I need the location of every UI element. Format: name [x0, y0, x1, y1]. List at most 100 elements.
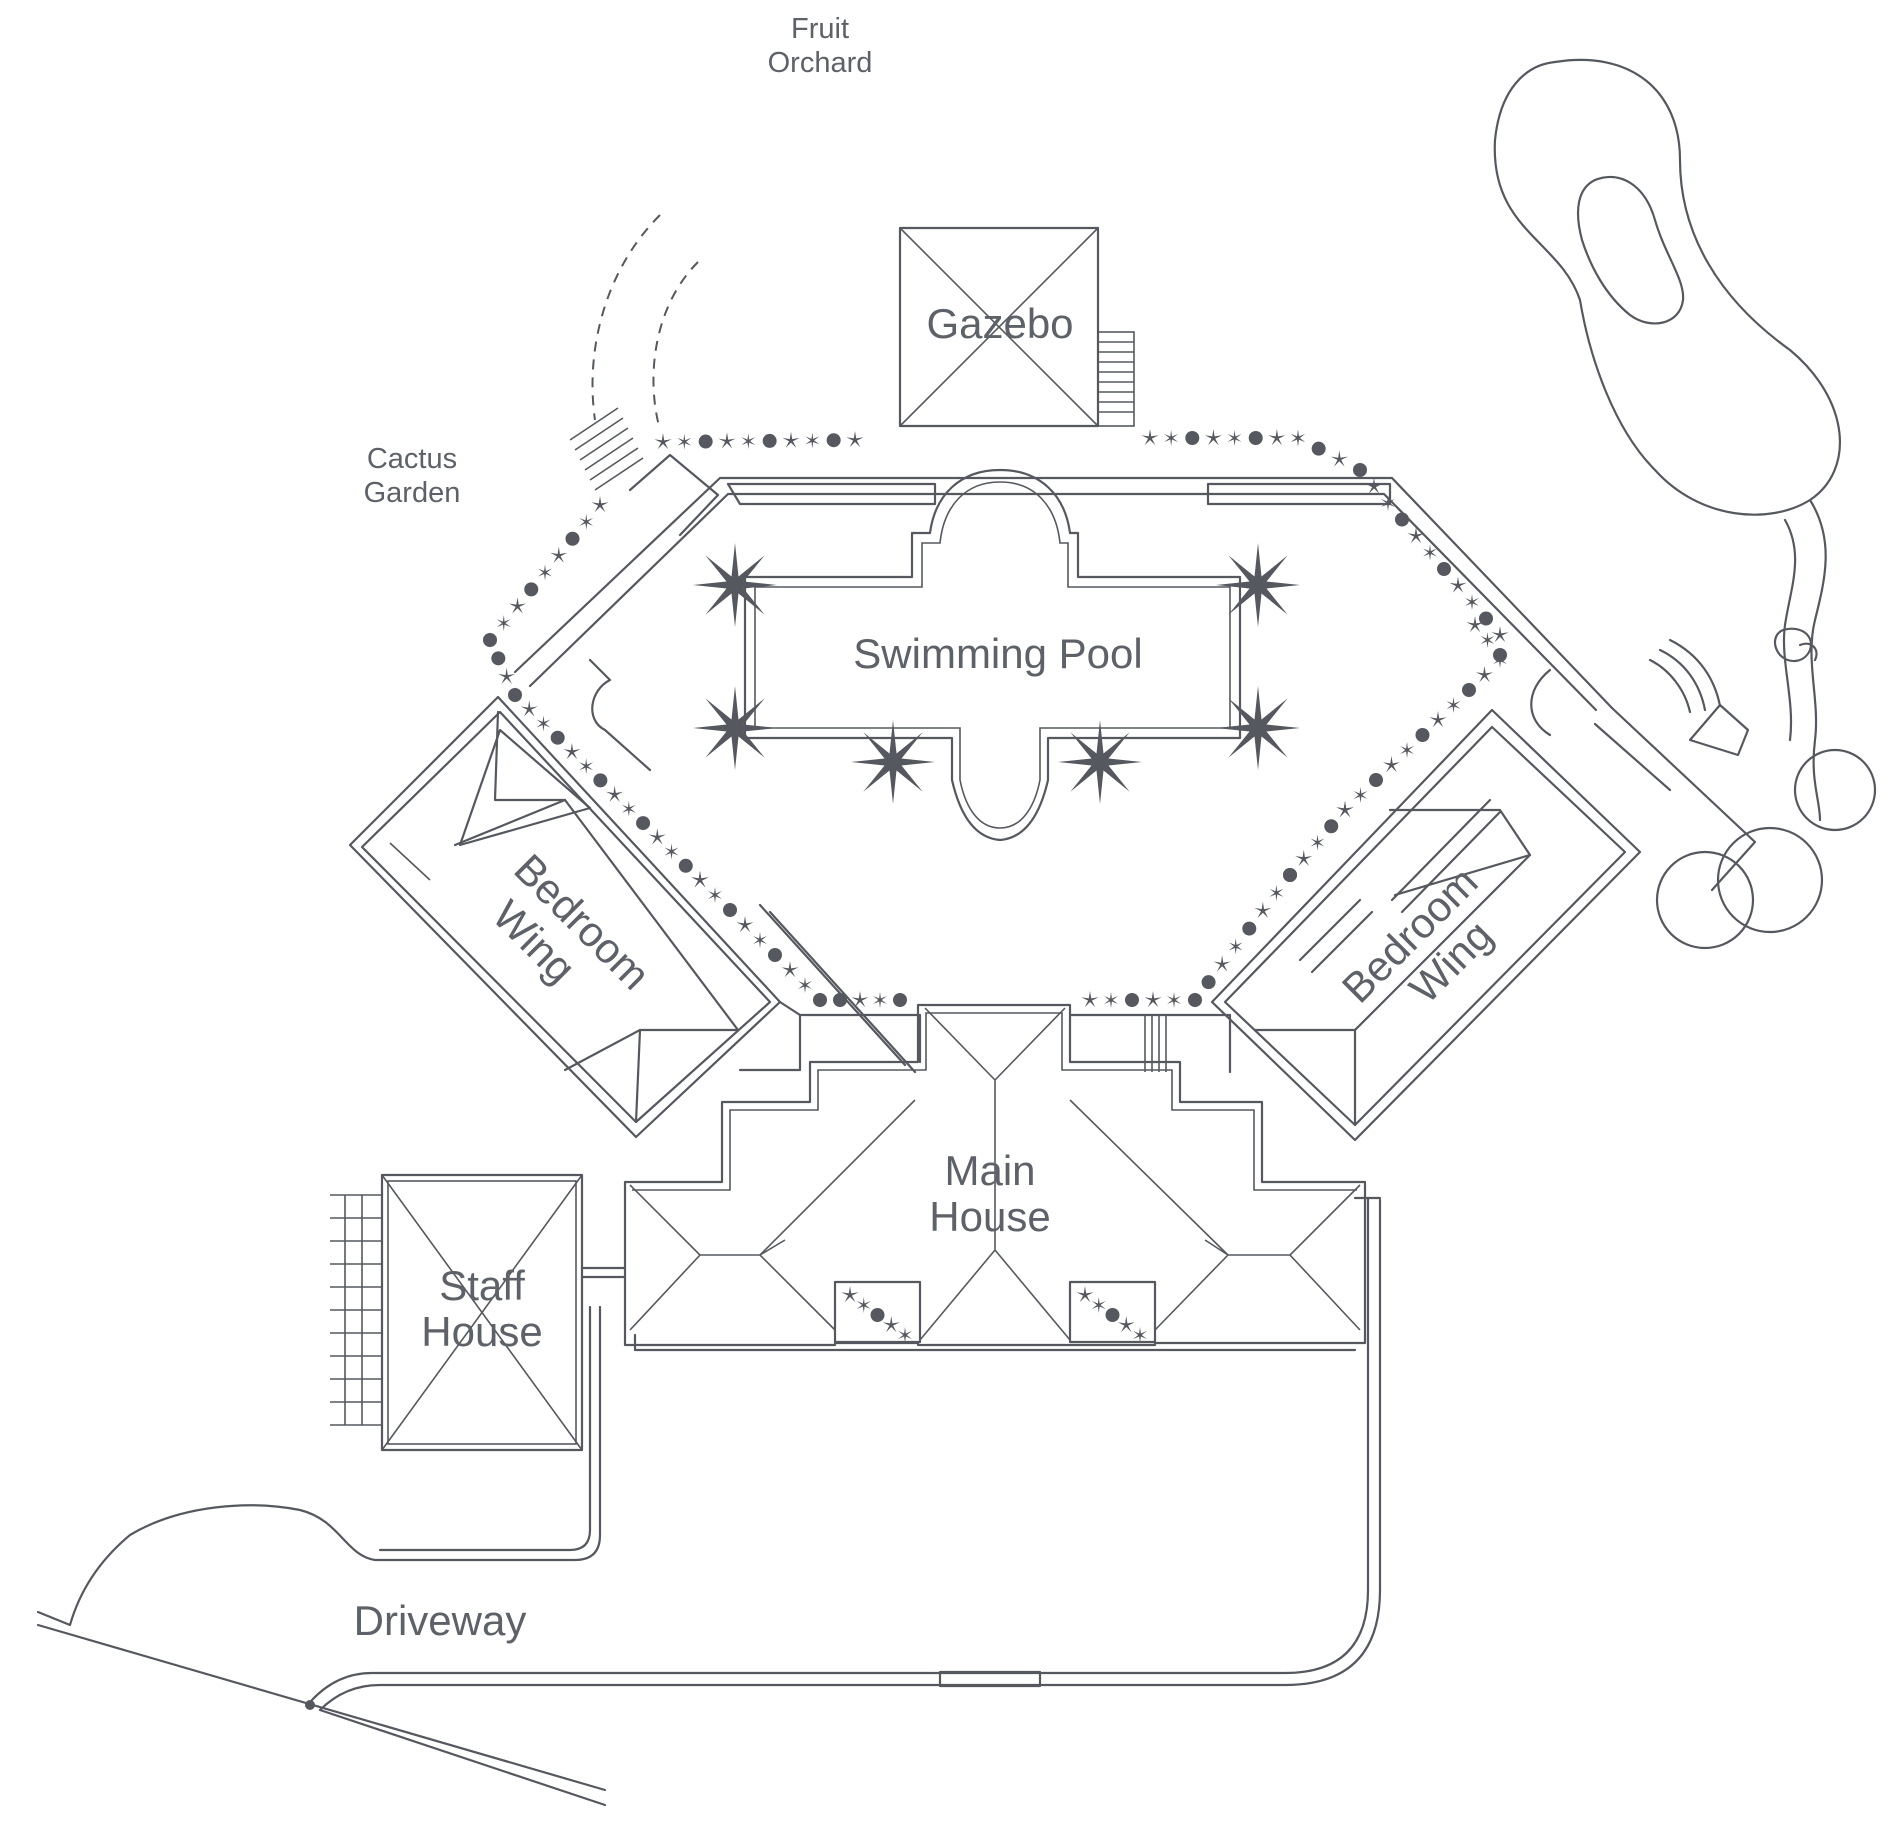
shrub-icon — [524, 582, 539, 597]
garden-path — [569, 214, 720, 537]
shrub-icon — [536, 715, 551, 732]
palm-tree-icon — [1216, 543, 1300, 627]
shrub-icon — [873, 992, 887, 1008]
shrub-icon — [723, 903, 737, 917]
shrub-icon — [1437, 562, 1451, 576]
shrub-icon — [1076, 1286, 1094, 1303]
hedge-plants — [483, 429, 1509, 1343]
shrub-icon — [496, 615, 511, 632]
staff-house — [330, 1173, 627, 1452]
shrub-icon — [753, 932, 767, 948]
shrub-icon — [1491, 626, 1509, 643]
shrub-icon — [1283, 868, 1297, 882]
shrub-icon — [1381, 495, 1395, 511]
shrub-icon — [1353, 463, 1367, 477]
shrub-icon — [781, 961, 799, 978]
connectors — [738, 903, 1232, 1074]
shrub-icon — [491, 651, 506, 666]
shrub-icon — [1242, 921, 1257, 936]
shrub-icon — [805, 432, 820, 449]
bedroom-wing-right-label: BedroomWing — [1333, 858, 1521, 1046]
shrub-icon — [893, 993, 907, 1007]
shrub-icon — [1117, 1316, 1135, 1333]
shrub-icon — [565, 531, 580, 546]
shrub-icon — [579, 513, 594, 530]
shrub-icon — [1353, 787, 1368, 803]
shrub-icon — [1465, 594, 1479, 610]
gazebo — [898, 226, 1135, 428]
shrub-icon — [550, 730, 565, 745]
shrub-icon — [898, 1327, 912, 1343]
shrub-icon — [846, 431, 864, 448]
shrub-icon — [1248, 431, 1263, 445]
shrub-icon — [1382, 756, 1401, 773]
main-house — [623, 1003, 1367, 1352]
shrub-icon — [664, 843, 679, 860]
shrub-icon — [798, 977, 812, 993]
shrub-icon — [1336, 801, 1354, 818]
shrub-icon — [1188, 992, 1202, 1008]
shrub-icon — [1369, 773, 1383, 787]
driveway-label: Driveway — [354, 1597, 527, 1644]
bedroom-wing-left-label: BedroomWing — [471, 845, 659, 1033]
shrub-icon — [741, 433, 756, 450]
palm-tree-icon — [851, 720, 935, 804]
shrub-icon — [698, 434, 713, 449]
shrub-icon — [1429, 711, 1447, 728]
shrub-icon — [1164, 430, 1179, 446]
shrub-icon — [1144, 991, 1162, 1008]
shrub-icon — [762, 433, 777, 448]
palm-tree-icon — [693, 543, 777, 627]
shrub-icon — [1311, 441, 1326, 456]
shrub-icon — [1081, 991, 1099, 1008]
bedroom-wing-right — [1210, 708, 1642, 1142]
shrub-icon — [1466, 616, 1484, 633]
shrub-icon — [1462, 683, 1476, 697]
shrub-icon — [1167, 992, 1181, 1008]
shrub-icon — [498, 667, 516, 684]
shrub-icon — [1480, 632, 1495, 648]
shrub-icon — [1228, 938, 1243, 955]
shrub-icon — [636, 816, 651, 831]
shrub-icon — [1479, 611, 1493, 626]
shrub-icon — [538, 564, 552, 581]
pool-deck — [513, 476, 1757, 892]
shrub-icon — [1330, 450, 1348, 467]
shrub-icon — [1493, 648, 1507, 662]
shrub-icon — [654, 433, 672, 450]
shrub-icon — [1400, 742, 1414, 758]
palm-trees — [693, 543, 1300, 804]
shrub-icon — [1254, 901, 1272, 918]
shrub-icon — [1227, 430, 1242, 446]
shrub-icon — [782, 431, 800, 448]
shrub-icon — [1125, 993, 1139, 1007]
shrub-icon — [1395, 512, 1409, 527]
shrub-icon — [1365, 477, 1383, 494]
shrub-icon — [813, 992, 827, 1008]
shrub-icon — [856, 1297, 871, 1313]
shrub-icon — [483, 632, 497, 648]
shrub-icon — [678, 858, 693, 873]
shrub-icon — [882, 1316, 900, 1333]
shrub-icon — [870, 1308, 885, 1322]
palm-tree-icon — [693, 686, 777, 770]
shrub-icon — [1141, 429, 1159, 446]
shrub-icon — [563, 742, 581, 760]
shrub-icon — [1310, 834, 1325, 851]
shrub-icon — [621, 800, 636, 817]
shrub-icon — [606, 785, 624, 802]
shrub-icon — [1105, 1308, 1120, 1322]
shrub-icon — [851, 991, 869, 1008]
swimming-pool-label: Swimming Pool — [853, 630, 1142, 677]
shrub-icon — [579, 758, 594, 775]
shrub-icon — [677, 433, 692, 450]
shrub-icon — [708, 887, 722, 903]
shrub-icon — [1415, 728, 1430, 743]
gazebo-label: Gazebo — [926, 300, 1073, 347]
shrub-icon — [1269, 884, 1284, 901]
shrub-icon — [768, 948, 782, 962]
